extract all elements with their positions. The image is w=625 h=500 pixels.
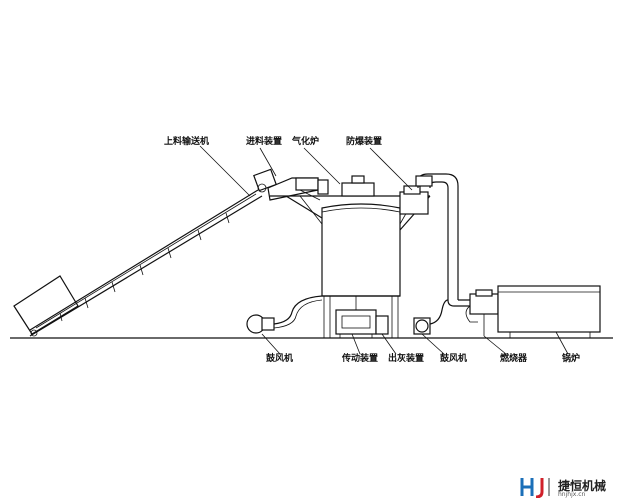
explosion-proof-box — [399, 191, 429, 215]
brand-logo-icon — [520, 478, 550, 498]
label-gasifier: 气化炉 — [291, 135, 319, 147]
brand-url: hnjhjx.cn — [558, 491, 586, 498]
blower-left — [246, 295, 323, 334]
label-boiler: 锅炉 — [561, 352, 580, 364]
explosion-proof-and-pipe — [399, 173, 484, 307]
label-blower-left: 鼓风机 — [266, 352, 293, 364]
inclined-conveyor — [13, 168, 277, 337]
leader-lines — [199, 145, 569, 355]
transmission-device — [335, 309, 377, 335]
base-equipment — [335, 296, 389, 338]
ash-discharge-device — [375, 315, 389, 335]
label-feeder: 进料装置 — [246, 135, 282, 147]
label-blower-right: 鼓风机 — [440, 352, 467, 364]
label-conveyor: 上料输送机 — [164, 135, 209, 147]
boiler — [497, 285, 601, 338]
brand-name: 捷恒机械 — [558, 479, 607, 493]
gasifier-top-box — [341, 182, 375, 197]
label-transmission: 传动装置 — [341, 352, 378, 364]
feeder-device — [267, 177, 329, 201]
blower-right — [413, 299, 449, 335]
label-burner: 燃烧器 — [500, 352, 528, 364]
gasifier-body — [321, 203, 401, 338]
conveyor-head — [253, 168, 277, 192]
label-explosion-proof: 防爆装置 — [346, 135, 382, 147]
brand-watermark: 捷恒机械 hnjhjx.cn — [518, 476, 623, 498]
burner — [465, 289, 499, 336]
conveyor-hopper — [13, 275, 79, 335]
label-ash-discharge: 出灰装置 — [388, 352, 424, 364]
